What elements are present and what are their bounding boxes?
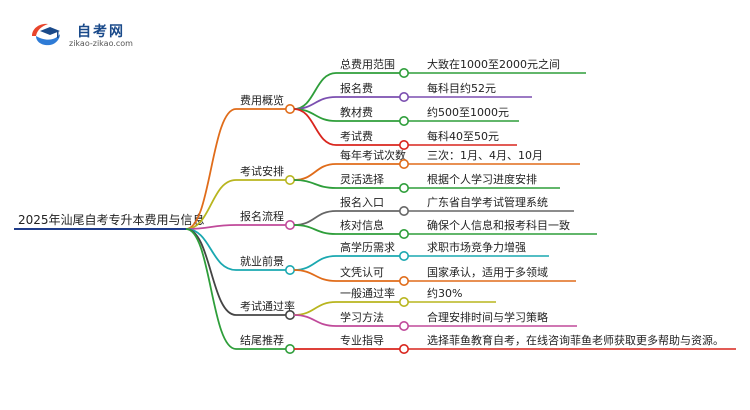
item-collapse-dot[interactable] <box>398 159 409 170</box>
branch-collapse-dot[interactable] <box>284 104 295 115</box>
item-connector <box>293 224 337 235</box>
item-label: 报名费 <box>340 81 373 95</box>
graduation-cap-icon <box>32 23 60 46</box>
branch-label: 报名流程 <box>240 209 284 223</box>
item-collapse-dot[interactable] <box>398 116 409 127</box>
item-value: 合理安排时间与学习策略 <box>427 310 548 324</box>
item-collapse-dot[interactable] <box>398 251 409 262</box>
item-value: 每科40至50元 <box>427 129 499 143</box>
item-value: 广东省自学考试管理系统 <box>427 195 548 209</box>
branch-collapse-dot[interactable] <box>284 309 295 320</box>
item-label: 文凭认可 <box>340 265 384 279</box>
item-collapse-dot[interactable] <box>398 343 409 354</box>
item-value: 约500至1000元 <box>427 106 509 119</box>
site-logo[interactable]: 自考网 zikao-zikao.com <box>30 20 160 50</box>
item-connector <box>293 269 337 282</box>
branch-connector <box>185 179 237 230</box>
item-collapse-dot[interactable] <box>398 206 409 217</box>
branch-collapse-dot[interactable] <box>284 264 295 275</box>
branch-connector <box>185 108 237 230</box>
item-collapse-dot[interactable] <box>398 68 409 79</box>
item-connector <box>293 179 337 189</box>
item-connector <box>293 163 337 181</box>
item-collapse-dot[interactable] <box>398 320 409 331</box>
item-label: 教材费 <box>340 105 373 119</box>
branch-collapse-dot[interactable] <box>284 175 295 186</box>
branch-label: 考试安排 <box>240 164 284 178</box>
item-collapse-dot[interactable] <box>398 296 409 307</box>
branch-label: 就业前景 <box>240 254 284 268</box>
item-label: 学习方法 <box>340 310 384 324</box>
item-value: 确保个人信息和报考科目一致 <box>427 218 570 232</box>
branch-connector <box>185 228 237 350</box>
item-connector <box>293 108 337 146</box>
item-connector <box>293 301 337 316</box>
item-value: 根据个人学习进度安排 <box>427 172 537 186</box>
item-connector <box>293 210 337 226</box>
item-value: 约30% <box>427 287 462 300</box>
logo-title: 自考网 <box>77 24 125 40</box>
item-label: 一般通过率 <box>340 286 395 300</box>
item-connector <box>293 314 337 327</box>
item-label: 核对信息 <box>340 218 384 232</box>
item-label: 考试费 <box>340 130 373 143</box>
item-value: 国家承认，适用于多领域 <box>427 265 548 279</box>
branch-collapse-dot[interactable] <box>284 343 295 354</box>
branch-collapse-dot[interactable] <box>284 220 295 231</box>
item-label: 专业指导 <box>340 333 384 347</box>
item-label: 报名入口 <box>340 195 384 209</box>
item-label: 每年考试次数 <box>340 148 406 162</box>
item-collapse-dot[interactable] <box>398 183 409 194</box>
item-label: 灵活选择 <box>340 172 384 186</box>
branch-label: 费用概览 <box>240 93 284 107</box>
item-value: 三次：1月、4月、10月 <box>427 148 543 162</box>
root-topic-label: 2025年汕尾自考专升本费用与信息 <box>18 212 205 227</box>
item-label: 高学历需求 <box>340 240 395 254</box>
item-collapse-dot[interactable] <box>398 229 409 240</box>
item-value: 大致在1000至2000元之间 <box>427 57 560 71</box>
branch-label: 结尾推荐 <box>240 333 284 347</box>
item-collapse-dot[interactable] <box>398 140 409 151</box>
item-collapse-dot[interactable] <box>398 275 409 286</box>
item-label: 总费用范围 <box>340 57 395 71</box>
item-connector <box>293 255 337 271</box>
item-collapse-dot[interactable] <box>398 92 409 103</box>
item-value: 求职市场竞争力增强 <box>427 240 526 254</box>
logo-url: zikao-zikao.com <box>69 39 133 48</box>
item-value: 每科目约52元 <box>427 81 496 95</box>
item-value: 选择菲鱼教育自考，在线咨询菲鱼老师获取更多帮助与资源。 <box>427 333 724 347</box>
branch-connector <box>185 228 237 271</box>
branch-connector <box>185 228 237 316</box>
branch-label: 考试通过率 <box>240 299 295 313</box>
